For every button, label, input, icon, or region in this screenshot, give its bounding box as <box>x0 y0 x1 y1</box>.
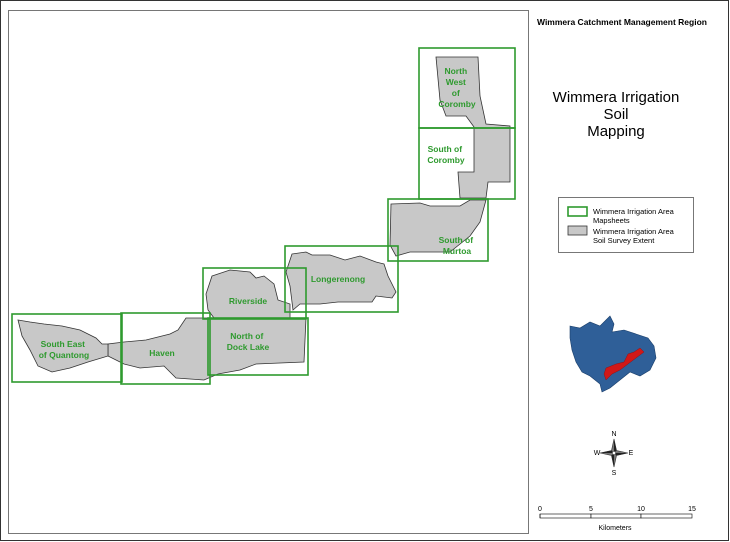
scale-tick-5: 5 <box>589 506 593 513</box>
legend-mapsheet-swatch <box>567 206 588 217</box>
label-haven: Haven <box>149 348 175 358</box>
map-frame <box>8 10 529 534</box>
mapsheet-haven <box>120 312 211 385</box>
survey-area-murtoa <box>389 199 487 257</box>
scale-bar: 0 5 10 15 Kilometers <box>538 506 696 532</box>
map-title-line-1: Wimmera Irrigation Soil <box>552 89 680 123</box>
scale-tick-0: 0 <box>538 506 542 513</box>
legend-extent-line-1: Wimmera Irrigation Area <box>593 227 674 236</box>
north-label: N <box>611 431 616 438</box>
survey-extent <box>17 56 511 381</box>
south-label: S <box>612 470 617 477</box>
mapsheet-labels: North West of Coromby South of Coromby S… <box>39 66 476 360</box>
label-south-of-coromby: South of Coromby <box>427 144 465 165</box>
survey-area-north <box>435 56 511 199</box>
east-label: E <box>629 450 634 457</box>
label-south-east-of-quantong: South East of Quantong <box>39 339 90 360</box>
irrigation-area-highlight <box>603 347 645 381</box>
legend-extent-line-2: Soil Survey Extent <box>593 236 655 245</box>
mapsheet-north-of-dock-lake <box>207 317 309 376</box>
legend-extent-swatch <box>567 225 588 236</box>
legend-extent-label: Wimmera Irrigation Area Soil Survey Exte… <box>593 227 703 245</box>
locator-map <box>569 315 657 393</box>
mapsheet-south-east-of-quantong <box>11 313 123 383</box>
mapsheets <box>11 47 516 385</box>
survey-area-longerenong <box>285 251 397 311</box>
survey-area-haven <box>107 317 307 381</box>
scale-tick-15: 15 <box>688 506 696 513</box>
label-riverside: Riverside <box>229 296 268 306</box>
scale-tick-10: 10 <box>637 506 645 513</box>
survey-area-riverside <box>205 269 291 319</box>
map-title: Wimmera Irrigation Soil Mapping <box>541 89 691 140</box>
label-longerenong: Longerenong <box>311 274 365 284</box>
legend-mapsheet-line-1: Wimmera Irrigation Area <box>593 207 674 216</box>
mapsheet-longerenong <box>284 245 399 313</box>
survey-area-quantong <box>17 319 109 373</box>
mapsheet-south-of-murtoa <box>387 198 489 262</box>
region-title: Wimmera Catchment Management Region <box>537 17 707 27</box>
west-label: W <box>594 450 601 457</box>
mapsheet-riverside <box>202 267 307 320</box>
label-south-of-murtoa: South of Murtoa <box>439 235 476 256</box>
label-north-of-dock-lake: North of Dock Lake <box>227 331 270 352</box>
north-arrow-icon: N S E W <box>594 431 634 477</box>
legend-mapsheet-line-2: Mapsheets <box>593 216 630 225</box>
map-title-line-2: Mapping <box>587 123 645 140</box>
scale-unit-label: Kilometers <box>598 525 632 532</box>
label-north-west-of-coromby: North West of Coromby <box>438 66 476 109</box>
catchment-shape <box>569 315 657 393</box>
legend-mapsheet-label: Wimmera Irrigation Area Mapsheets <box>593 207 703 225</box>
